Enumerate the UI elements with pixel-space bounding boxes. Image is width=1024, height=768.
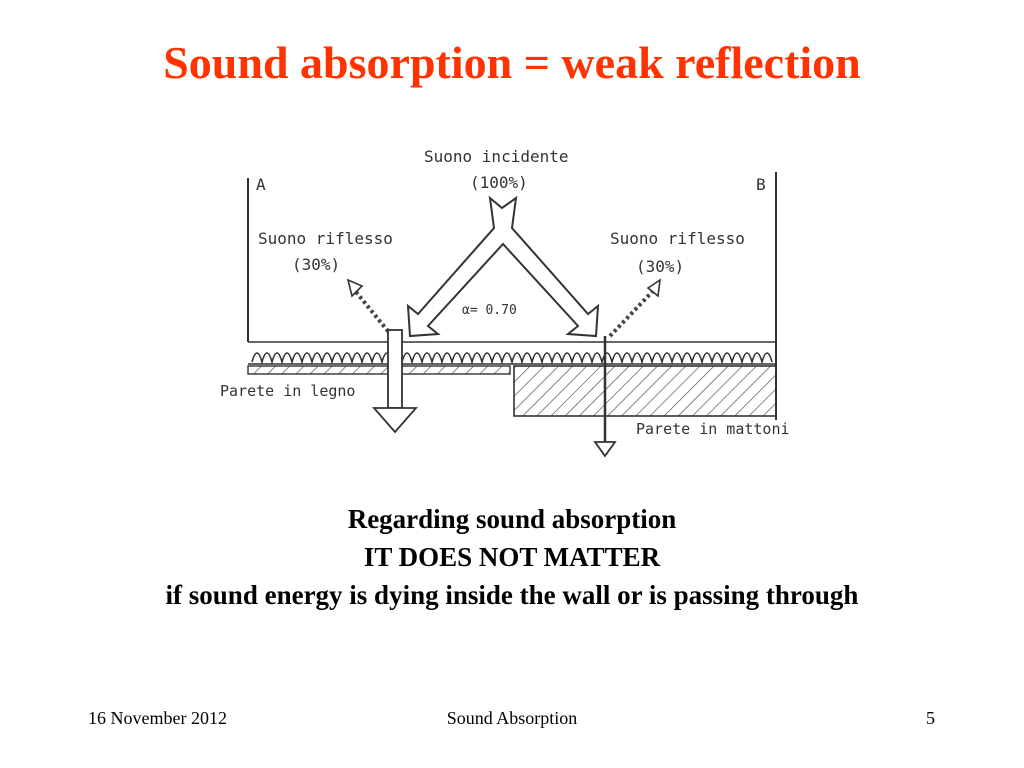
slide-title: Sound absorption = weak reflection	[163, 37, 861, 88]
absorption-coefficient-label: α= 0.70	[462, 303, 517, 318]
reflected-left-arrowhead-icon	[346, 278, 364, 298]
point-a-label: A	[256, 175, 266, 194]
brick-wall-label: Parete in mattoni	[636, 420, 790, 438]
footer-page-number: 5	[926, 708, 935, 728]
reflected-right-arrowhead-icon	[646, 278, 662, 298]
footer-title: Sound Absorption	[446, 708, 578, 728]
reflected-sound-left-label: Suono riflesso	[258, 229, 393, 248]
wooden-wall-label: Parete in legno	[220, 382, 355, 400]
reflected-sound-right-label: Suono riflesso	[610, 229, 745, 248]
caption-line-1: Regarding sound absorption	[347, 504, 677, 534]
footer-date: 16 November 2012	[88, 708, 227, 728]
caption-line-2: IT DOES NOT MATTER	[363, 542, 661, 572]
reflected-sound-left-percent: (30%)	[292, 255, 340, 274]
reflected-sound-right-percent: (30%)	[636, 257, 684, 276]
incident-sound-percent: (100%)	[470, 173, 528, 192]
incident-sound-label: Suono incidente	[424, 147, 569, 166]
reflected-right-arrow	[608, 290, 654, 338]
caption-line-3: if sound energy is dying inside the wall…	[165, 580, 859, 610]
porous-absorber-layer	[251, 352, 773, 365]
sound-absorption-diagram: A B Suono incidente (100%) Suono rifless…	[220, 147, 790, 458]
slide-caption: Regarding sound absorption IT DOES NOT M…	[0, 500, 1024, 614]
transmitted-right-arrowhead-icon	[593, 441, 617, 458]
incident-sound-arrow	[406, 195, 600, 338]
wooden-wall	[247, 365, 511, 375]
transmitted-left-arrow	[387, 329, 403, 409]
point-b-label: B	[756, 175, 766, 194]
transmitted-left-arrowhead-icon	[372, 407, 418, 434]
brick-wall	[513, 365, 777, 417]
reflected-left-arrow	[354, 290, 394, 338]
